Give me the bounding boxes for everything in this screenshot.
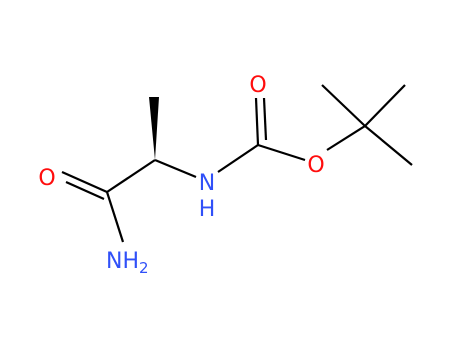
wedge-bond-methyl [149, 97, 159, 160]
atom-o-ester: O [307, 153, 324, 178]
atom-n-carbamate: N [199, 171, 215, 196]
bond-tbu-me-1 [321, 84, 366, 127]
atom-o-amide: O [38, 166, 55, 191]
atom-nh2-main: NH [106, 249, 139, 274]
bond-tbu-me-2 [364, 84, 406, 127]
bond-calpha-n [154, 158, 197, 179]
atom-h-carbamate: H [199, 197, 216, 222]
bond-amide-co-1 [61, 170, 108, 194]
bond-carbonyl-co-2 [262, 97, 268, 141]
bond-carbonyl-co-1 [254, 97, 260, 146]
atom-nh2-subscript: 2 [139, 259, 149, 277]
bond-oester-cquat [326, 125, 366, 151]
bond-n-ccarbonyl [217, 144, 259, 173]
bond-tbu-me-3 [364, 125, 413, 166]
bond-amide-cn [105, 191, 125, 243]
atom-nh2-amide: NH2 [106, 249, 149, 277]
bond-amide-co-2 [65, 180, 105, 201]
bond-c-calpha [106, 159, 156, 193]
bond-ccarbonyl-oester [257, 143, 306, 162]
atom-o-carbonyl: O [249, 73, 266, 98]
